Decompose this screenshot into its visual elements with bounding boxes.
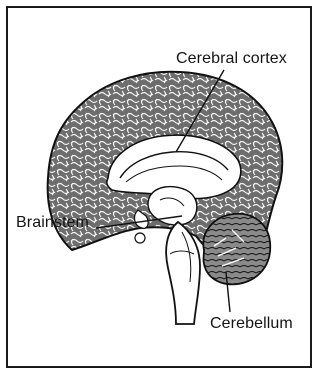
brainstem-label: Brainstem xyxy=(16,214,89,232)
cerebellum-shape xyxy=(203,214,270,285)
cerebellum-label: Cerebellum xyxy=(210,315,293,333)
cerebral-cortex-label: Cerebral cortex xyxy=(176,50,287,68)
brainstem-shape xyxy=(166,222,200,324)
